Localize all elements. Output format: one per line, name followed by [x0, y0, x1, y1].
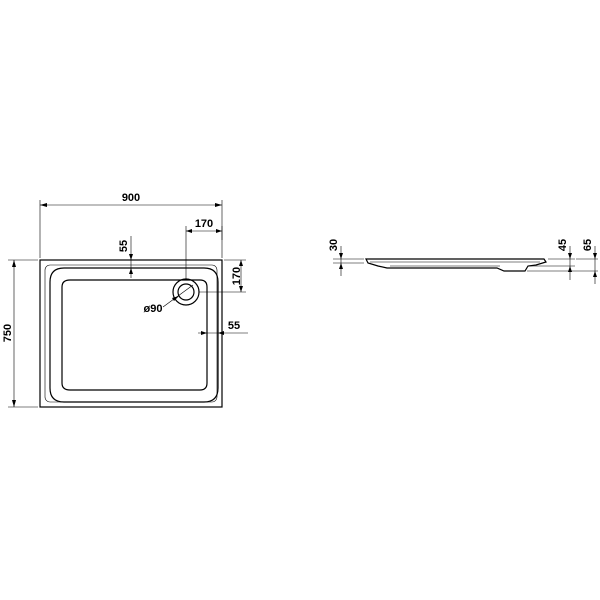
height-a-arrow-a: [568, 253, 572, 259]
plan-view: 900 750 170 170 55 55 ø90: [2, 192, 248, 408]
drain-diameter-label: ø90: [144, 303, 163, 315]
drain-x-arrow-left: [186, 229, 192, 233]
height-a-label: 45: [557, 239, 569, 251]
width-arrow-left: [40, 203, 47, 207]
width-arrow-right: [215, 203, 222, 207]
tray-profile: [365, 258, 547, 272]
height-arrow-bottom: [12, 400, 16, 407]
basin-outer-contour: [49, 267, 219, 403]
drain-y-arrow-top: [239, 260, 243, 266]
rim-thickness-label: 30: [328, 239, 340, 251]
rim-top-arrow-a: [129, 254, 133, 260]
side-view: 30 45 65: [328, 239, 598, 284]
rim-right-arrow-a: [201, 331, 207, 335]
drain-x-label: 170: [195, 218, 213, 230]
height-b-label: 65: [582, 239, 594, 251]
rim-top-label: 55: [118, 240, 130, 252]
drain-y-label: 170: [231, 267, 243, 285]
height-a-arrow-b: [568, 266, 572, 272]
drain-diameter-leader: [162, 284, 194, 308]
rim-right-arrow-b: [218, 331, 224, 335]
height-b-arrow-a: [593, 253, 597, 259]
drain-outer-circle: [172, 278, 200, 306]
height-label: 750: [2, 324, 14, 342]
height-arrow-top: [12, 260, 16, 267]
width-label: 900: [122, 192, 140, 204]
drain-x-arrow-right: [216, 229, 222, 233]
rim-thickness-arrow-a: [339, 253, 343, 259]
rim-thickness-arrow-b: [339, 263, 343, 269]
drain-diameter-arrow: [172, 296, 179, 301]
drain-y-arrow-bottom: [239, 286, 243, 292]
drain-inner-circle: [177, 283, 195, 301]
rim-top-arrow-b: [129, 268, 133, 274]
rim-right-label: 55: [228, 320, 240, 332]
basin-inner-contour: [61, 279, 208, 391]
height-b-arrow-b: [593, 271, 597, 277]
